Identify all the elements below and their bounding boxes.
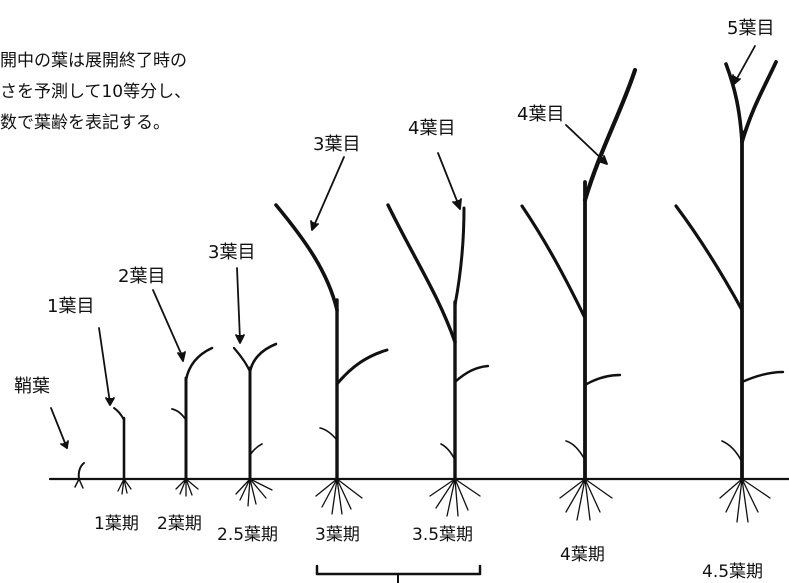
seedling-1-leaf-stage bbox=[113, 407, 132, 495]
arrow-leaf5 bbox=[732, 45, 756, 86]
note-line-1: 開中の葉は展開終了時の bbox=[0, 51, 187, 71]
stage-bracket bbox=[315, 564, 482, 576]
stage-label-3: 3葉期 bbox=[315, 525, 360, 545]
arrow-leaf2 bbox=[152, 289, 186, 362]
seedling-2-5-leaf-stage bbox=[232, 342, 278, 507]
arrows bbox=[50, 45, 756, 449]
label-leaf3-large: 3葉目 bbox=[313, 134, 361, 155]
label-leaf2: 2葉目 bbox=[118, 266, 166, 287]
seedling-3-5-leaf-stage bbox=[386, 203, 490, 517]
label-leaf4-b: 4葉目 bbox=[517, 104, 565, 125]
label-coleoptile: 鞘葉 bbox=[14, 376, 50, 397]
note-line-2: さを予測して10等分し、 bbox=[0, 82, 192, 102]
arrow-leaf1 bbox=[98, 327, 115, 406]
seedling-4-leaf-stage bbox=[520, 67, 638, 521]
arrow-coleoptile bbox=[50, 407, 69, 449]
label-leaf1: 1葉目 bbox=[47, 296, 95, 317]
arrow-leaf4-a bbox=[437, 152, 462, 210]
arrow-leaf3-small bbox=[235, 267, 245, 344]
seedling-3-leaf-stage bbox=[274, 203, 389, 515]
note-line-3: 数で葉齢を表記する。 bbox=[0, 113, 170, 133]
stage-label-2: 2葉期 bbox=[157, 514, 202, 534]
label-leaf3-small: 3葉目 bbox=[208, 242, 256, 263]
seedling-4-5-leaf-stage bbox=[674, 60, 785, 523]
arrow-leaf3-large bbox=[310, 156, 345, 231]
seedling-coleoptile bbox=[74, 462, 85, 489]
label-leaf5: 5葉目 bbox=[727, 18, 775, 39]
stage-label-3-5: 3.5葉期 bbox=[412, 525, 474, 545]
stage-label-1: 1葉期 bbox=[94, 514, 139, 534]
stage-label-4-5: 4.5葉期 bbox=[702, 562, 764, 582]
stage-label-4: 4葉期 bbox=[560, 545, 605, 565]
label-leaf4-a: 4葉目 bbox=[408, 118, 456, 139]
explanatory-note: 開中の葉は展開終了時のさを予測して10等分し、数で葉齢を表記する。 bbox=[0, 46, 191, 139]
seedling-2-leaf-stage bbox=[171, 346, 214, 497]
arrow-leaf4-b bbox=[565, 124, 608, 165]
stage-label-2-5: 2.5葉期 bbox=[217, 525, 279, 545]
